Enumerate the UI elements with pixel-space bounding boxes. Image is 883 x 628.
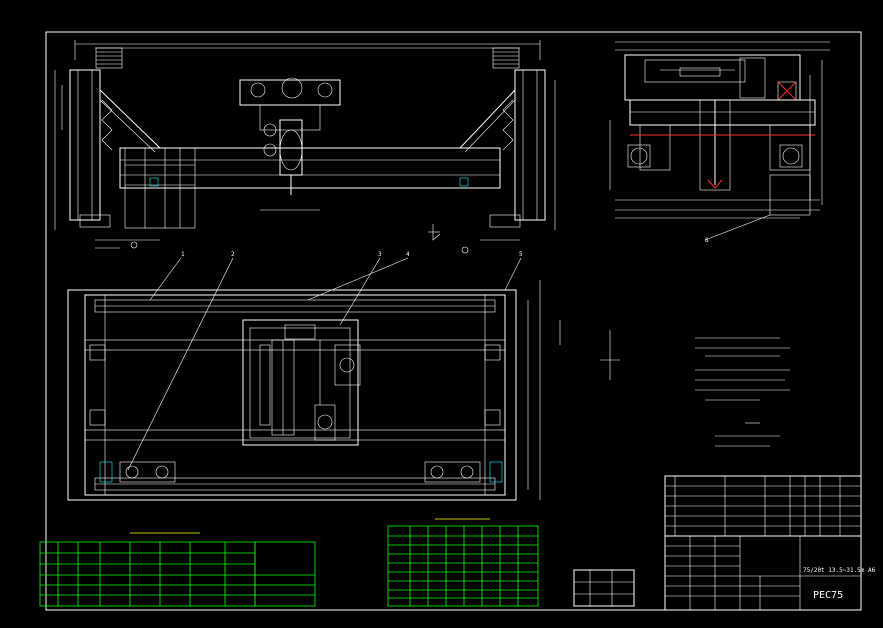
specification-table-left bbox=[39, 532, 316, 607]
item-label-2: 2 bbox=[231, 251, 235, 258]
parts-list-table bbox=[664, 475, 862, 537]
plan-view bbox=[67, 257, 620, 501]
specification-table-middle bbox=[387, 518, 539, 607]
revision-box bbox=[573, 569, 635, 607]
item-label-5: 5 bbox=[519, 251, 523, 258]
item-label-6: 6 bbox=[705, 237, 709, 244]
drawing-spec-line: 75/20t 13.5~31.5m A6 bbox=[803, 567, 876, 574]
item-label-1: 1 bbox=[181, 251, 185, 258]
item-label-4: 4 bbox=[406, 251, 410, 258]
item-label-3: 3 bbox=[378, 251, 382, 258]
drawing-frame bbox=[45, 31, 862, 611]
title-block bbox=[664, 535, 862, 611]
side-view bbox=[609, 41, 830, 241]
technical-notes-area bbox=[695, 337, 790, 447]
drawing-code: PEC75 bbox=[813, 590, 843, 601]
front-elevation-view bbox=[54, 40, 556, 254]
